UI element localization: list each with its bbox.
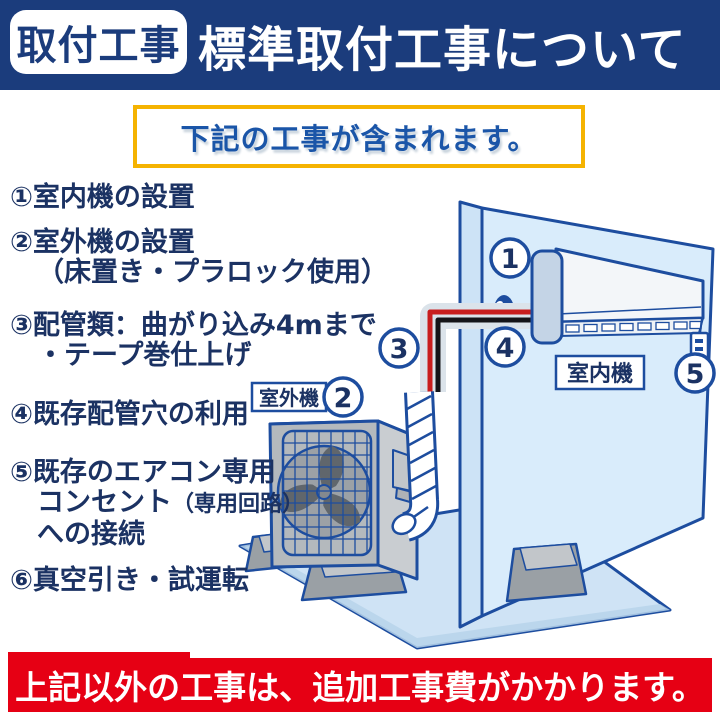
outdoor-unit-label: 室外機 (250, 381, 328, 413)
page-title: 標準取付工事について (198, 22, 687, 78)
work-item-3: ③配管類：曲がり込み4mまで ・テープ巻仕上げ (10, 311, 377, 371)
indoor-unit-label: 室内機 (554, 354, 646, 391)
footer-banner-text: 上記以外の工事は、追加工事費がかかります。 (15, 668, 705, 707)
work-item-1: ①室内機の設置 (10, 183, 195, 213)
footer-banner-step (8, 652, 190, 662)
marker-2: 2 (322, 376, 364, 418)
work-item-6: ⑥真空引き・試運転 (10, 566, 249, 596)
refrigerant-pipes (420, 303, 537, 392)
svg-text:2: 2 (334, 383, 353, 414)
work-item-6-number: ⑥ (10, 565, 33, 596)
work-item-5-text: 既存のエアコン専用 (32, 457, 276, 488)
work-item-1-text: 室内機の設置 (32, 182, 195, 213)
work-item-2: ②室外機の設置 （床置き・プラロック使用） (10, 228, 388, 288)
svg-text:1: 1 (501, 244, 520, 275)
indoor-unit-vents (565, 320, 702, 333)
header-badge: 取付工事 (10, 10, 187, 74)
work-item-5-text-line2-note: （専用回路） (172, 492, 305, 517)
work-item-6-text: 真空引き・試運転 (32, 565, 249, 596)
fan-grille-grid (283, 431, 371, 555)
work-item-4: ④既存配管穴の利用 (10, 400, 249, 430)
work-item-1-number: ① (10, 182, 33, 213)
footer-banner: 上記以外の工事は、追加工事費がかかります。 (8, 658, 712, 712)
outdoor-unit-label-text: 室外機 (259, 386, 319, 410)
subtitle-box: 下記の工事が含まれます。 (133, 105, 585, 168)
marker-3: 3 (378, 327, 420, 369)
svg-text:4: 4 (496, 333, 515, 364)
work-item-2-text-line2: （床置き・プラロック使用） (37, 257, 388, 288)
work-item-4-text: 既存配管穴の利用 (32, 399, 249, 430)
work-item-3-text-line2: ・テープ巻仕上げ (37, 340, 252, 371)
svg-text:5: 5 (686, 359, 705, 390)
svg-text:3: 3 (390, 334, 409, 365)
wrapped-pipe (391, 391, 440, 542)
subtitle-text: 下記の工事が含まれます。 (180, 121, 538, 156)
work-item-5-text-line3: への接続 (37, 519, 145, 550)
work-item-5: ⑤既存のエアコン専用 コンセント（専用回路） への接続 (10, 458, 304, 550)
work-item-2-text: 室外機の設置 (32, 227, 195, 258)
marker-4: 4 (484, 326, 526, 368)
work-item-2-number: ② (10, 227, 33, 258)
work-item-5-number: ⑤ (10, 457, 33, 488)
marker-5: 5 (674, 352, 716, 394)
work-item-3-number: ③ (10, 310, 33, 341)
header-badge-label: 取付工事 (16, 23, 181, 69)
work-item-4-number: ④ (10, 399, 33, 430)
indoor-unit-label-text: 室内機 (567, 361, 633, 387)
marker-1: 1 (489, 237, 531, 279)
work-item-3-text: 配管類：曲がり込み4mまで (32, 310, 377, 341)
page-header: 取付工事 標準取付工事について (0, 0, 720, 90)
work-item-5-text-line2: コンセント (37, 487, 172, 518)
